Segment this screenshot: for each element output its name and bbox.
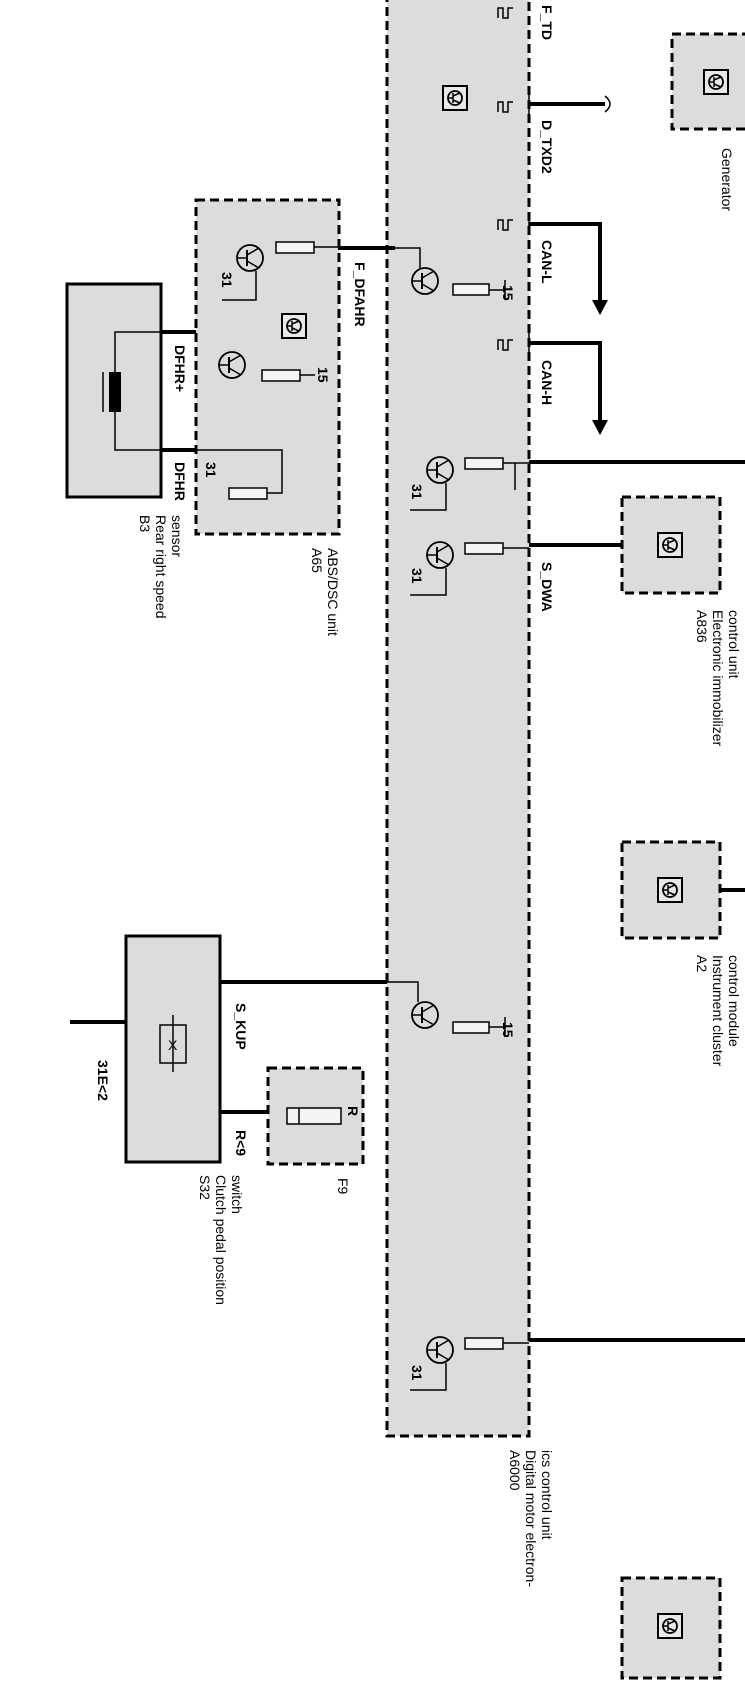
cluster-box bbox=[620, 840, 722, 940]
svg-text:A6000: A6000 bbox=[507, 1450, 523, 1491]
svg-text:A836: A836 bbox=[694, 610, 710, 643]
label-dfhr-minus: DFHR bbox=[172, 462, 188, 501]
ecu-label: A6000 Digital motor electron- ics contro… bbox=[507, 1450, 555, 1587]
ecu-box bbox=[385, 0, 531, 1438]
svg-text:control module: control module bbox=[726, 955, 742, 1047]
svg-text:31: 31 bbox=[203, 462, 219, 478]
bottom-unit-box bbox=[620, 1576, 722, 1680]
label-31e: 31E<2 bbox=[95, 1060, 111, 1101]
svg-text:Digital motor electron-: Digital motor electron- bbox=[523, 1450, 539, 1587]
label-d-txd2: D_TXD2 bbox=[539, 120, 555, 174]
terminal-15-c: 15 bbox=[500, 1022, 516, 1038]
label-fuse-pin: R bbox=[345, 1106, 361, 1116]
label-can-l: CAN-L bbox=[539, 240, 555, 284]
svg-text:31: 31 bbox=[409, 568, 425, 584]
svg-text:15: 15 bbox=[500, 285, 516, 301]
svg-text:31: 31 bbox=[409, 1365, 425, 1381]
label-can-h: CAN-H bbox=[539, 360, 555, 405]
fuse-box bbox=[266, 1066, 365, 1166]
label-f-dfahr: F_DFAHR bbox=[352, 262, 368, 327]
label-r9: R<9 bbox=[233, 1130, 249, 1156]
generator-box bbox=[670, 32, 745, 131]
abs-transistor-1 bbox=[222, 241, 338, 301]
terminal-31-a: 31 bbox=[219, 272, 235, 288]
svg-text:ics control unit: ics control unit bbox=[539, 1450, 555, 1540]
svg-text:B3: B3 bbox=[137, 515, 153, 532]
svg-text:S32: S32 bbox=[197, 1175, 213, 1200]
svg-text:R: R bbox=[345, 1106, 361, 1116]
svg-text:31E<2: 31E<2 bbox=[95, 1060, 111, 1101]
svg-text:Electronic immobilizer: Electronic immobilizer bbox=[710, 610, 726, 746]
svg-text:31: 31 bbox=[219, 272, 235, 288]
terminal-15-b: 15 bbox=[315, 367, 331, 383]
label-f-td: F_TD bbox=[539, 5, 555, 40]
svg-text:F_DFAHR: F_DFAHR bbox=[352, 262, 368, 327]
svg-text:31: 31 bbox=[409, 484, 425, 500]
terminal-31-d: 31 bbox=[409, 568, 425, 584]
cluster-label: A2 Instrument cluster control module bbox=[694, 955, 742, 1067]
svg-text:A2: A2 bbox=[694, 955, 710, 972]
speed-sensor-box bbox=[65, 282, 163, 499]
terminal-15-a: 15 bbox=[500, 285, 516, 301]
terminal-31-e: 31 bbox=[409, 1365, 425, 1381]
svg-text:X: X bbox=[168, 1037, 178, 1053]
speed-sensor-label: B3 Rear right speed sensor bbox=[137, 515, 185, 619]
svg-text:F_TD: F_TD bbox=[539, 5, 555, 40]
immobilizer-box bbox=[620, 495, 722, 595]
generator-label: Generator bbox=[719, 148, 735, 211]
svg-text:control unit: control unit bbox=[726, 610, 742, 679]
svg-text:CAN-L: CAN-L bbox=[539, 240, 555, 284]
svg-text:15: 15 bbox=[500, 1022, 516, 1038]
clutch-switch-box: X bbox=[124, 934, 222, 1164]
svg-text:F9: F9 bbox=[335, 1178, 351, 1195]
ecu-transistor-2 bbox=[410, 456, 529, 511]
ecu-transistor-5 bbox=[410, 1336, 529, 1391]
svg-text:R<9: R<9 bbox=[233, 1130, 249, 1156]
svg-text:Rear right speed: Rear right speed bbox=[153, 515, 169, 619]
svg-text:S_KUP: S_KUP bbox=[233, 1003, 249, 1050]
svg-text:DFHR: DFHR bbox=[172, 462, 188, 501]
abs-transistor-2 bbox=[218, 351, 315, 382]
svg-text:D_TXD2: D_TXD2 bbox=[539, 120, 555, 174]
svg-text:A65: A65 bbox=[309, 548, 325, 573]
svg-text:Instrument cluster: Instrument cluster bbox=[710, 955, 726, 1067]
label-s-kup: S_KUP bbox=[233, 1003, 249, 1050]
clutch-switch-label: S32 Clutch pedal position switch bbox=[197, 1175, 245, 1305]
ecu-transistor-1 bbox=[395, 247, 506, 300]
svg-text:S_DWA: S_DWA bbox=[539, 562, 555, 612]
svg-text:15: 15 bbox=[315, 367, 331, 383]
terminal-31-b: 31 bbox=[203, 462, 219, 478]
terminal-31-c: 31 bbox=[409, 484, 425, 500]
svg-text:Generator: Generator bbox=[719, 148, 735, 211]
fuse-label: F9 bbox=[335, 1178, 351, 1195]
svg-text:switch: switch bbox=[229, 1175, 245, 1214]
svg-text:Clutch pedal position: Clutch pedal position bbox=[213, 1175, 229, 1305]
svg-text:CAN-H: CAN-H bbox=[539, 360, 555, 405]
ecu-transistor-3 bbox=[410, 541, 529, 596]
svg-text:sensor: sensor bbox=[169, 515, 185, 557]
svg-text:ABS/DSC unit: ABS/DSC unit bbox=[325, 548, 341, 636]
immobilizer-label: A836 Electronic immobilizer control unit bbox=[694, 610, 742, 746]
ecu-transistor-4 bbox=[387, 981, 506, 1037]
abs-label: A65 ABS/DSC unit bbox=[309, 548, 341, 636]
label-dfhr-plus: DFHR+ bbox=[172, 345, 188, 392]
label-s-dwa: S_DWA bbox=[539, 562, 555, 612]
svg-text:DFHR+: DFHR+ bbox=[172, 345, 188, 392]
